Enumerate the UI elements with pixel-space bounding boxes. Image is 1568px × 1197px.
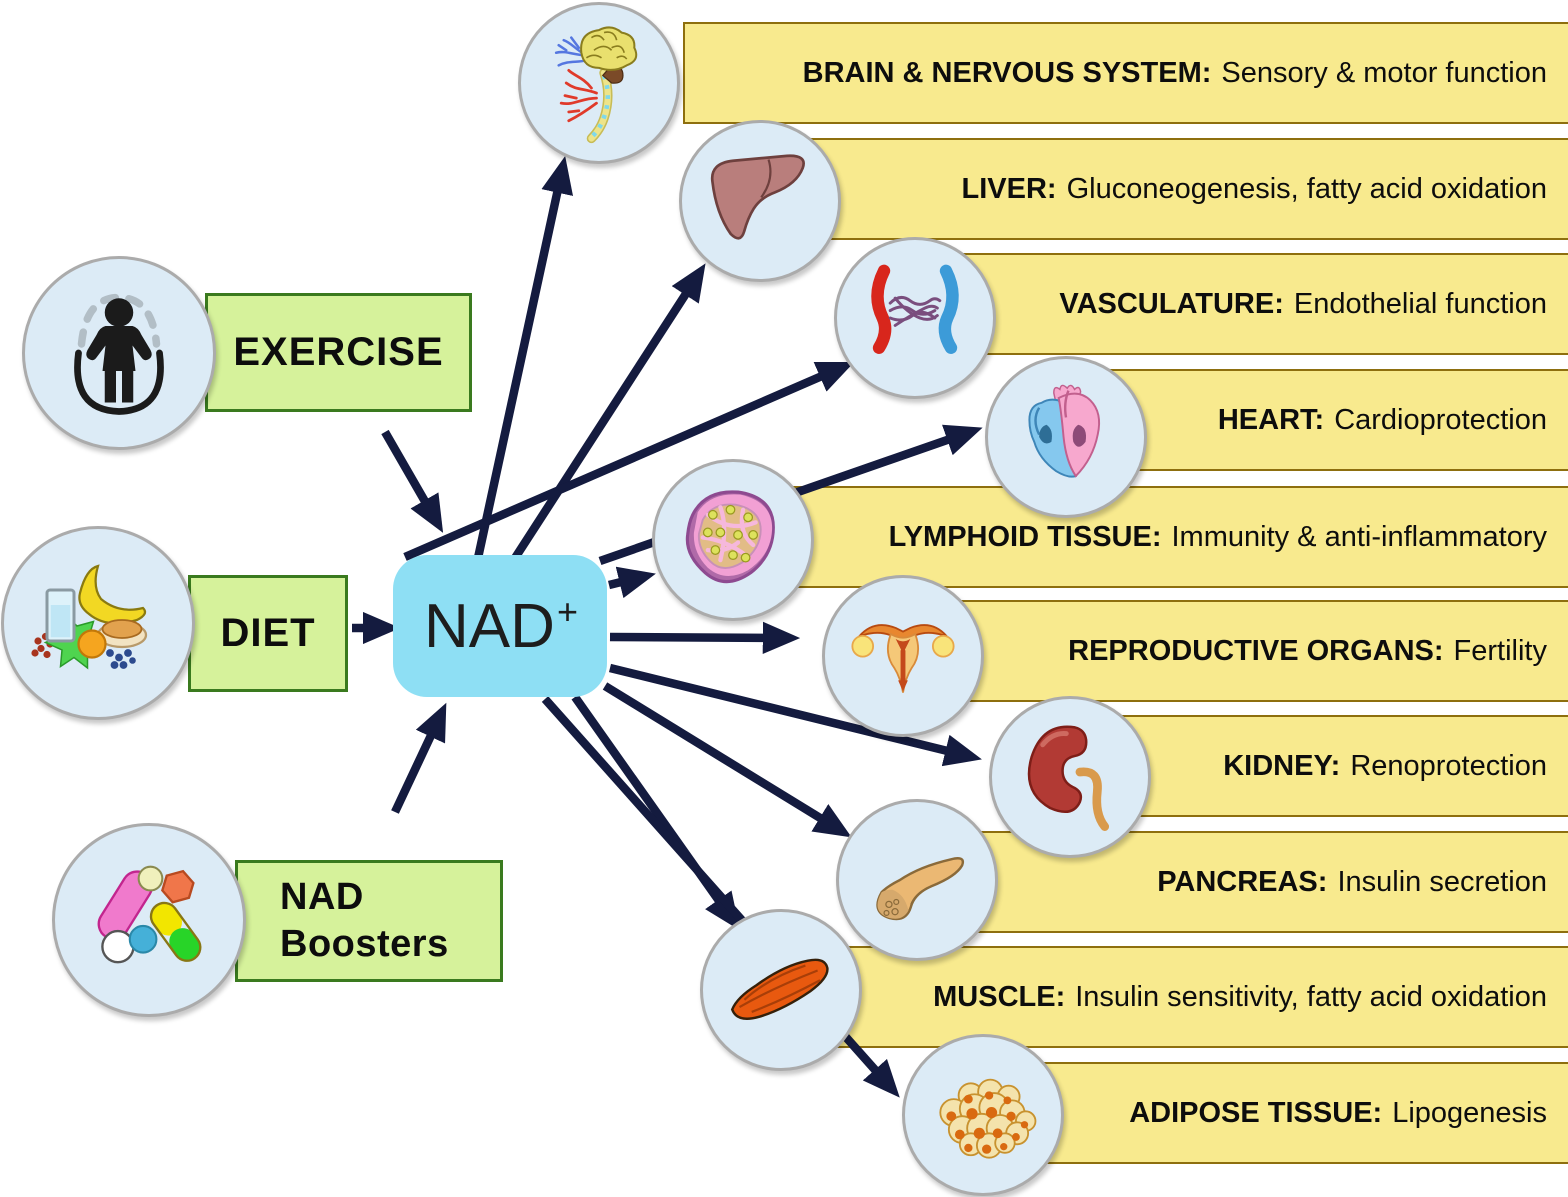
arrow-exercise-to-nad <box>381 429 444 533</box>
vasculature-circle <box>834 237 996 399</box>
pancreas-icon <box>876 857 965 921</box>
banner-effect-text: Renoprotection <box>1350 749 1547 782</box>
banner-organ-label: HEART: <box>1217 403 1325 436</box>
banner-effect-text: Sensory & motor function <box>1221 56 1547 89</box>
banner-organ-label: LYMPHOID TISSUE: <box>888 520 1162 553</box>
uterus-icon <box>851 624 955 693</box>
liver-icon <box>710 154 805 240</box>
lymph-node-icon <box>685 490 775 584</box>
banner-effect-text: Insulin secretion <box>1337 865 1547 898</box>
blood-vessels-icon <box>871 264 959 354</box>
nad-boosters-circle <box>52 823 246 1017</box>
banner-organ-label: PANCREAS: <box>1157 865 1328 898</box>
banner-brain: BRAIN & NERVOUS SYSTEM: Sensory & motor … <box>683 22 1568 124</box>
liver-circle <box>679 120 841 282</box>
exercise-label: EXERCISE <box>233 330 444 374</box>
muscle-circle <box>700 909 862 1071</box>
arrow-nad-to-reproductive <box>609 621 801 654</box>
pancreas-circle <box>836 799 998 961</box>
banner-effect-text: Cardioprotection <box>1334 403 1547 436</box>
arrow-boosters-to-nad <box>391 702 447 814</box>
banner-effect-text: Endothelial function <box>1293 287 1547 320</box>
banner-organ-label: VASCULATURE: <box>1059 287 1284 320</box>
nad-boosters-label-line1: NAD <box>280 875 364 918</box>
kidney-circle <box>989 696 1151 858</box>
diet-foods-icon <box>31 564 148 670</box>
banner-reproductive: REPRODUCTIVE ORGANS: Fertility <box>888 600 1568 702</box>
arrow-nad-to-lymphoid <box>607 566 656 599</box>
banner-lymphoid: LYMPHOID TISSUE: Immunity & anti-inflamm… <box>738 486 1568 588</box>
banner-effect-text: Lipogenesis <box>1392 1096 1547 1129</box>
banner-adipose: ADIPOSE TISSUE: Lipogenesis <box>980 1062 1568 1164</box>
banner-effect-text: Insulin sensitivity, fatty acid oxidatio… <box>1075 980 1547 1013</box>
lymphoid-circle <box>652 459 814 621</box>
nad-boosters-label-box: NAD Boosters <box>235 860 503 982</box>
nad-boosters-label-line2: Boosters <box>280 923 449 965</box>
banner-organ-label: LIVER: <box>961 172 1057 205</box>
diet-label: DIET <box>220 611 316 655</box>
jump-rope-icon <box>74 293 164 415</box>
banner-muscle: MUSCLE: Insulin sensitivity, fatty acid … <box>756 946 1568 1048</box>
diet-circle <box>1 526 195 720</box>
brain-nervous-system-icon <box>554 26 638 144</box>
diet-label-box: DIET <box>188 575 348 692</box>
banner-organ-label: BRAIN & NERVOUS SYSTEM: <box>802 56 1212 89</box>
arrow-nad-to-pancreas <box>602 682 852 838</box>
kidney-icon <box>1027 725 1110 831</box>
nad-node: NAD+ <box>393 555 607 697</box>
banner-organ-label: MUSCLE: <box>933 980 1066 1013</box>
banner-effect-text: Gluconeogenesis, fatty acid oxidation <box>1066 172 1547 205</box>
arrow-nad-to-brain <box>473 156 574 559</box>
heart-circle <box>985 356 1147 518</box>
banner-organ-label: REPRODUCTIVE ORGANS: <box>1068 634 1444 667</box>
arrow-nad-to-vasculature <box>403 361 855 561</box>
arrow-nad-to-liver <box>511 263 706 561</box>
adipose-circle <box>902 1034 1064 1196</box>
pills-icon <box>97 865 202 964</box>
reproductive-circle <box>822 575 984 737</box>
exercise-label-box: EXERCISE <box>205 293 472 412</box>
banner-pancreas: PANCREAS: Insulin secretion <box>918 831 1568 933</box>
muscle-icon <box>730 958 829 1020</box>
banner-organ-label: KIDNEY: <box>1223 749 1341 782</box>
nad-label: NAD <box>424 591 555 661</box>
banner-liver: LIVER: Gluconeogenesis, fatty acid oxida… <box>745 138 1568 240</box>
banner-vasculature: VASCULATURE: Endothelial function <box>898 253 1568 355</box>
arrow-nad-to-kidney <box>608 663 982 767</box>
banner-organ-label: ADIPOSE TISSUE: <box>1129 1096 1383 1129</box>
brain-circle <box>518 2 680 164</box>
heart-icon <box>1028 384 1101 478</box>
banner-effect-text: Fertility <box>1453 634 1547 667</box>
fat-cells-icon <box>939 1078 1037 1159</box>
banner-effect-text: Immunity & anti-inflammatory <box>1171 520 1548 553</box>
exercise-circle <box>22 256 216 450</box>
